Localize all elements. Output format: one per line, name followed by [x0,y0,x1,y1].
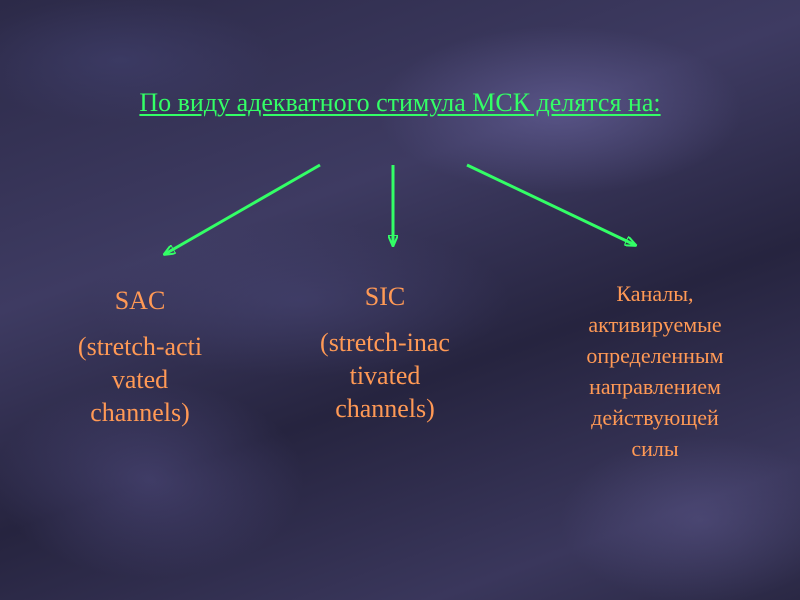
category-description: Каналы, активируемые определенным направ… [545,278,765,464]
description-line: действующей [591,405,719,430]
category-sic: SIC (stretch-inac tivated channels) [285,282,485,425]
description-line: (stretch-inac [320,328,450,357]
description-line: vated [111,365,169,394]
category-force-direction: Каналы, активируемые определенным направ… [545,278,765,464]
category-description: (stretch-acti vated channels) [40,330,240,429]
category-description: (stretch-inac tivated channels) [285,326,485,425]
description-line: определенным [586,343,724,368]
description-line: Каналы, [616,281,694,306]
description-line: channels) [335,394,435,423]
arrow-left [165,163,321,254]
category-label: SIC [364,282,406,311]
category-label: SAC [114,286,166,315]
arrow-right [466,163,635,245]
category-sac: SAC (stretch-acti vated channels) [40,286,240,429]
slide-title: По виду адекватного стимула МСК делятся … [139,88,661,117]
description-line: tivated [349,361,421,390]
description-line: активируемые [588,312,722,337]
description-line: (stretch-acti [77,332,203,361]
description-line: силы [631,436,679,461]
description-line: направлением [589,374,721,399]
description-line: channels) [90,398,190,427]
